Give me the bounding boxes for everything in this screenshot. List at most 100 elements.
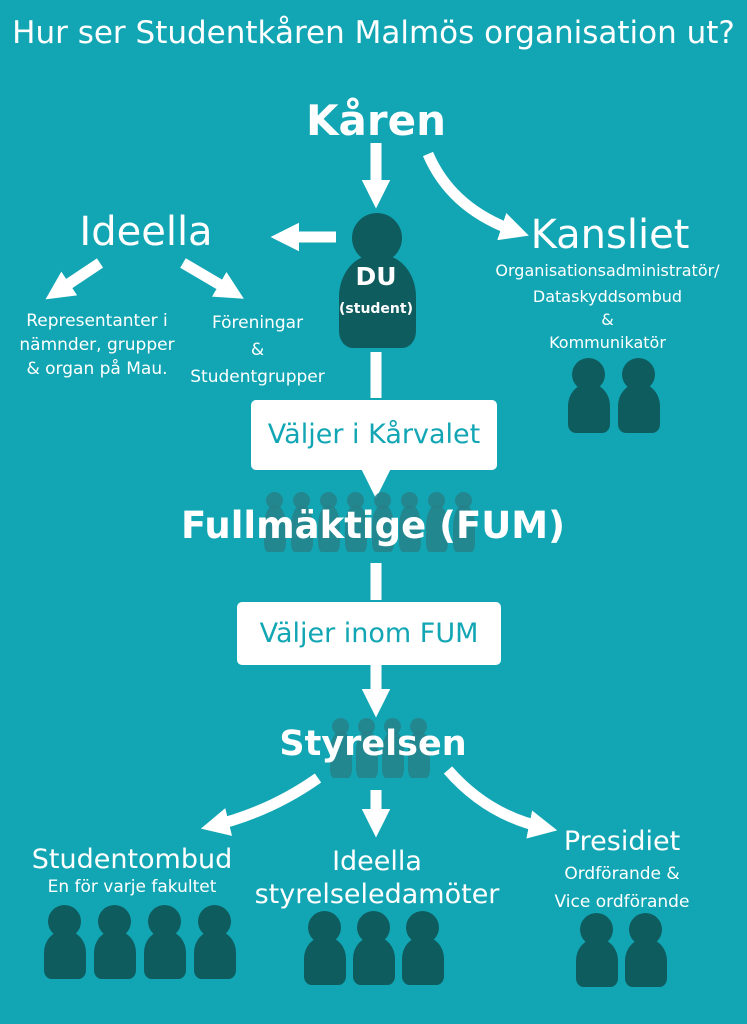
person-icon	[624, 913, 668, 987]
kansliet-roles: Organisationsadministratör/ Dataskyddsom…	[470, 258, 745, 356]
person-head	[384, 718, 401, 735]
person-icon	[352, 911, 396, 985]
arrow-karen-to-kansliet	[422, 151, 529, 241]
person-body	[94, 931, 136, 979]
valjer-i-karvalet-box: Väljer i Kårvalet	[251, 400, 497, 470]
styrelsen-people	[330, 718, 430, 778]
person-head	[332, 718, 349, 735]
text-line: Dataskyddsombud	[532, 287, 683, 306]
presidiet-people	[575, 913, 668, 987]
text-line: & organ på Mau.	[26, 359, 168, 379]
text-line: Vice ordförande	[554, 892, 690, 912]
person-icon	[453, 492, 475, 552]
text-line: Representanter i	[26, 311, 168, 331]
du-label: DU	[355, 262, 397, 291]
person-icon	[345, 492, 367, 552]
person-head	[352, 213, 402, 263]
text-line: Ideella	[332, 846, 422, 877]
person-body	[345, 505, 367, 552]
person-body	[144, 931, 186, 979]
studentombud-label: Studentombud	[31, 844, 233, 875]
person-icon	[264, 492, 286, 552]
person-head	[455, 492, 472, 509]
person-icon	[330, 718, 352, 778]
person-icon	[42, 905, 88, 979]
presidiet-label: Presidiet	[563, 826, 681, 857]
arrow-styrelsen-to-studentombud	[200, 773, 322, 836]
person-icon	[382, 718, 404, 778]
kansliet-people	[566, 358, 662, 433]
text-line: Studentgrupper	[190, 367, 325, 387]
ideella-label: Ideella	[79, 209, 213, 255]
person-body	[318, 505, 340, 552]
person-icon	[401, 911, 445, 985]
person-icon	[92, 905, 138, 979]
person-icon	[616, 358, 662, 433]
person-head	[401, 492, 418, 509]
person-head	[410, 718, 427, 735]
person-body	[372, 505, 394, 552]
person-icon	[303, 911, 347, 985]
person-body	[353, 937, 395, 985]
person-icon	[192, 905, 238, 979]
text-line: Kommunikatör	[549, 333, 666, 352]
person-body	[618, 384, 660, 433]
person-body	[291, 505, 313, 552]
valjer-inom-fum-box: Väljer inom FUM	[237, 602, 501, 665]
text-line: Organisationsadministratör/	[495, 261, 720, 280]
person-head	[293, 492, 310, 509]
arrow-ideella-to-foreningar	[180, 258, 244, 299]
person-body	[568, 384, 610, 433]
person-body	[625, 939, 667, 987]
text-line: styrelseledamöter	[254, 879, 500, 910]
person-body	[402, 937, 444, 985]
fum-people	[264, 492, 475, 552]
person-body	[194, 931, 236, 979]
person-body	[453, 505, 475, 552]
person-icon	[291, 492, 313, 552]
kansliet-label: Kansliet	[530, 212, 690, 258]
person-icon	[318, 492, 340, 552]
text-line: Ordförande &	[564, 864, 680, 884]
person-icon	[142, 905, 188, 979]
person-body	[44, 931, 86, 979]
person-body	[399, 505, 421, 552]
person-head	[347, 492, 364, 509]
ideella-styrelseledamoter-label: Ideella styrelseledamöter	[246, 845, 508, 911]
person-body	[382, 731, 404, 778]
person-icon	[575, 913, 619, 987]
styrelsen-label: Styrelsen	[279, 724, 467, 764]
person-body	[576, 939, 618, 987]
karen-label: Kåren	[306, 96, 446, 145]
fum-label: Fullmäktige (FUM)	[180, 504, 566, 547]
du-subtitle: (student)	[339, 301, 413, 317]
text-line: &	[601, 310, 614, 329]
ideella-styrelse-people	[303, 911, 445, 985]
person-body	[426, 505, 448, 552]
person-icon	[356, 718, 378, 778]
person-body	[304, 937, 346, 985]
person-head	[428, 492, 445, 509]
person-head	[358, 718, 375, 735]
person-icon	[566, 358, 612, 433]
person-head	[320, 492, 337, 509]
person-body	[408, 731, 430, 778]
person-icon	[372, 492, 394, 552]
studentombud-subtitle: En för varje fakultet	[47, 877, 217, 897]
person-body	[339, 255, 416, 348]
text-line: &	[250, 340, 265, 360]
person-body	[264, 505, 286, 552]
presidiet-roles: Ordförande & Vice ordförande	[532, 860, 712, 916]
text-line: Föreningar	[211, 313, 304, 333]
person-icon	[426, 492, 448, 552]
arrow-styrelsen-to-presidiet	[443, 766, 558, 839]
person-body	[330, 731, 352, 778]
ideella-representanter: Representanter i nämnder, grupper & orga…	[2, 309, 192, 381]
studentombud-people	[42, 905, 238, 979]
person-body	[356, 731, 378, 778]
text-line: nämnder, grupper	[19, 335, 175, 355]
person-head	[374, 492, 391, 509]
du-person-icon	[335, 213, 420, 348]
